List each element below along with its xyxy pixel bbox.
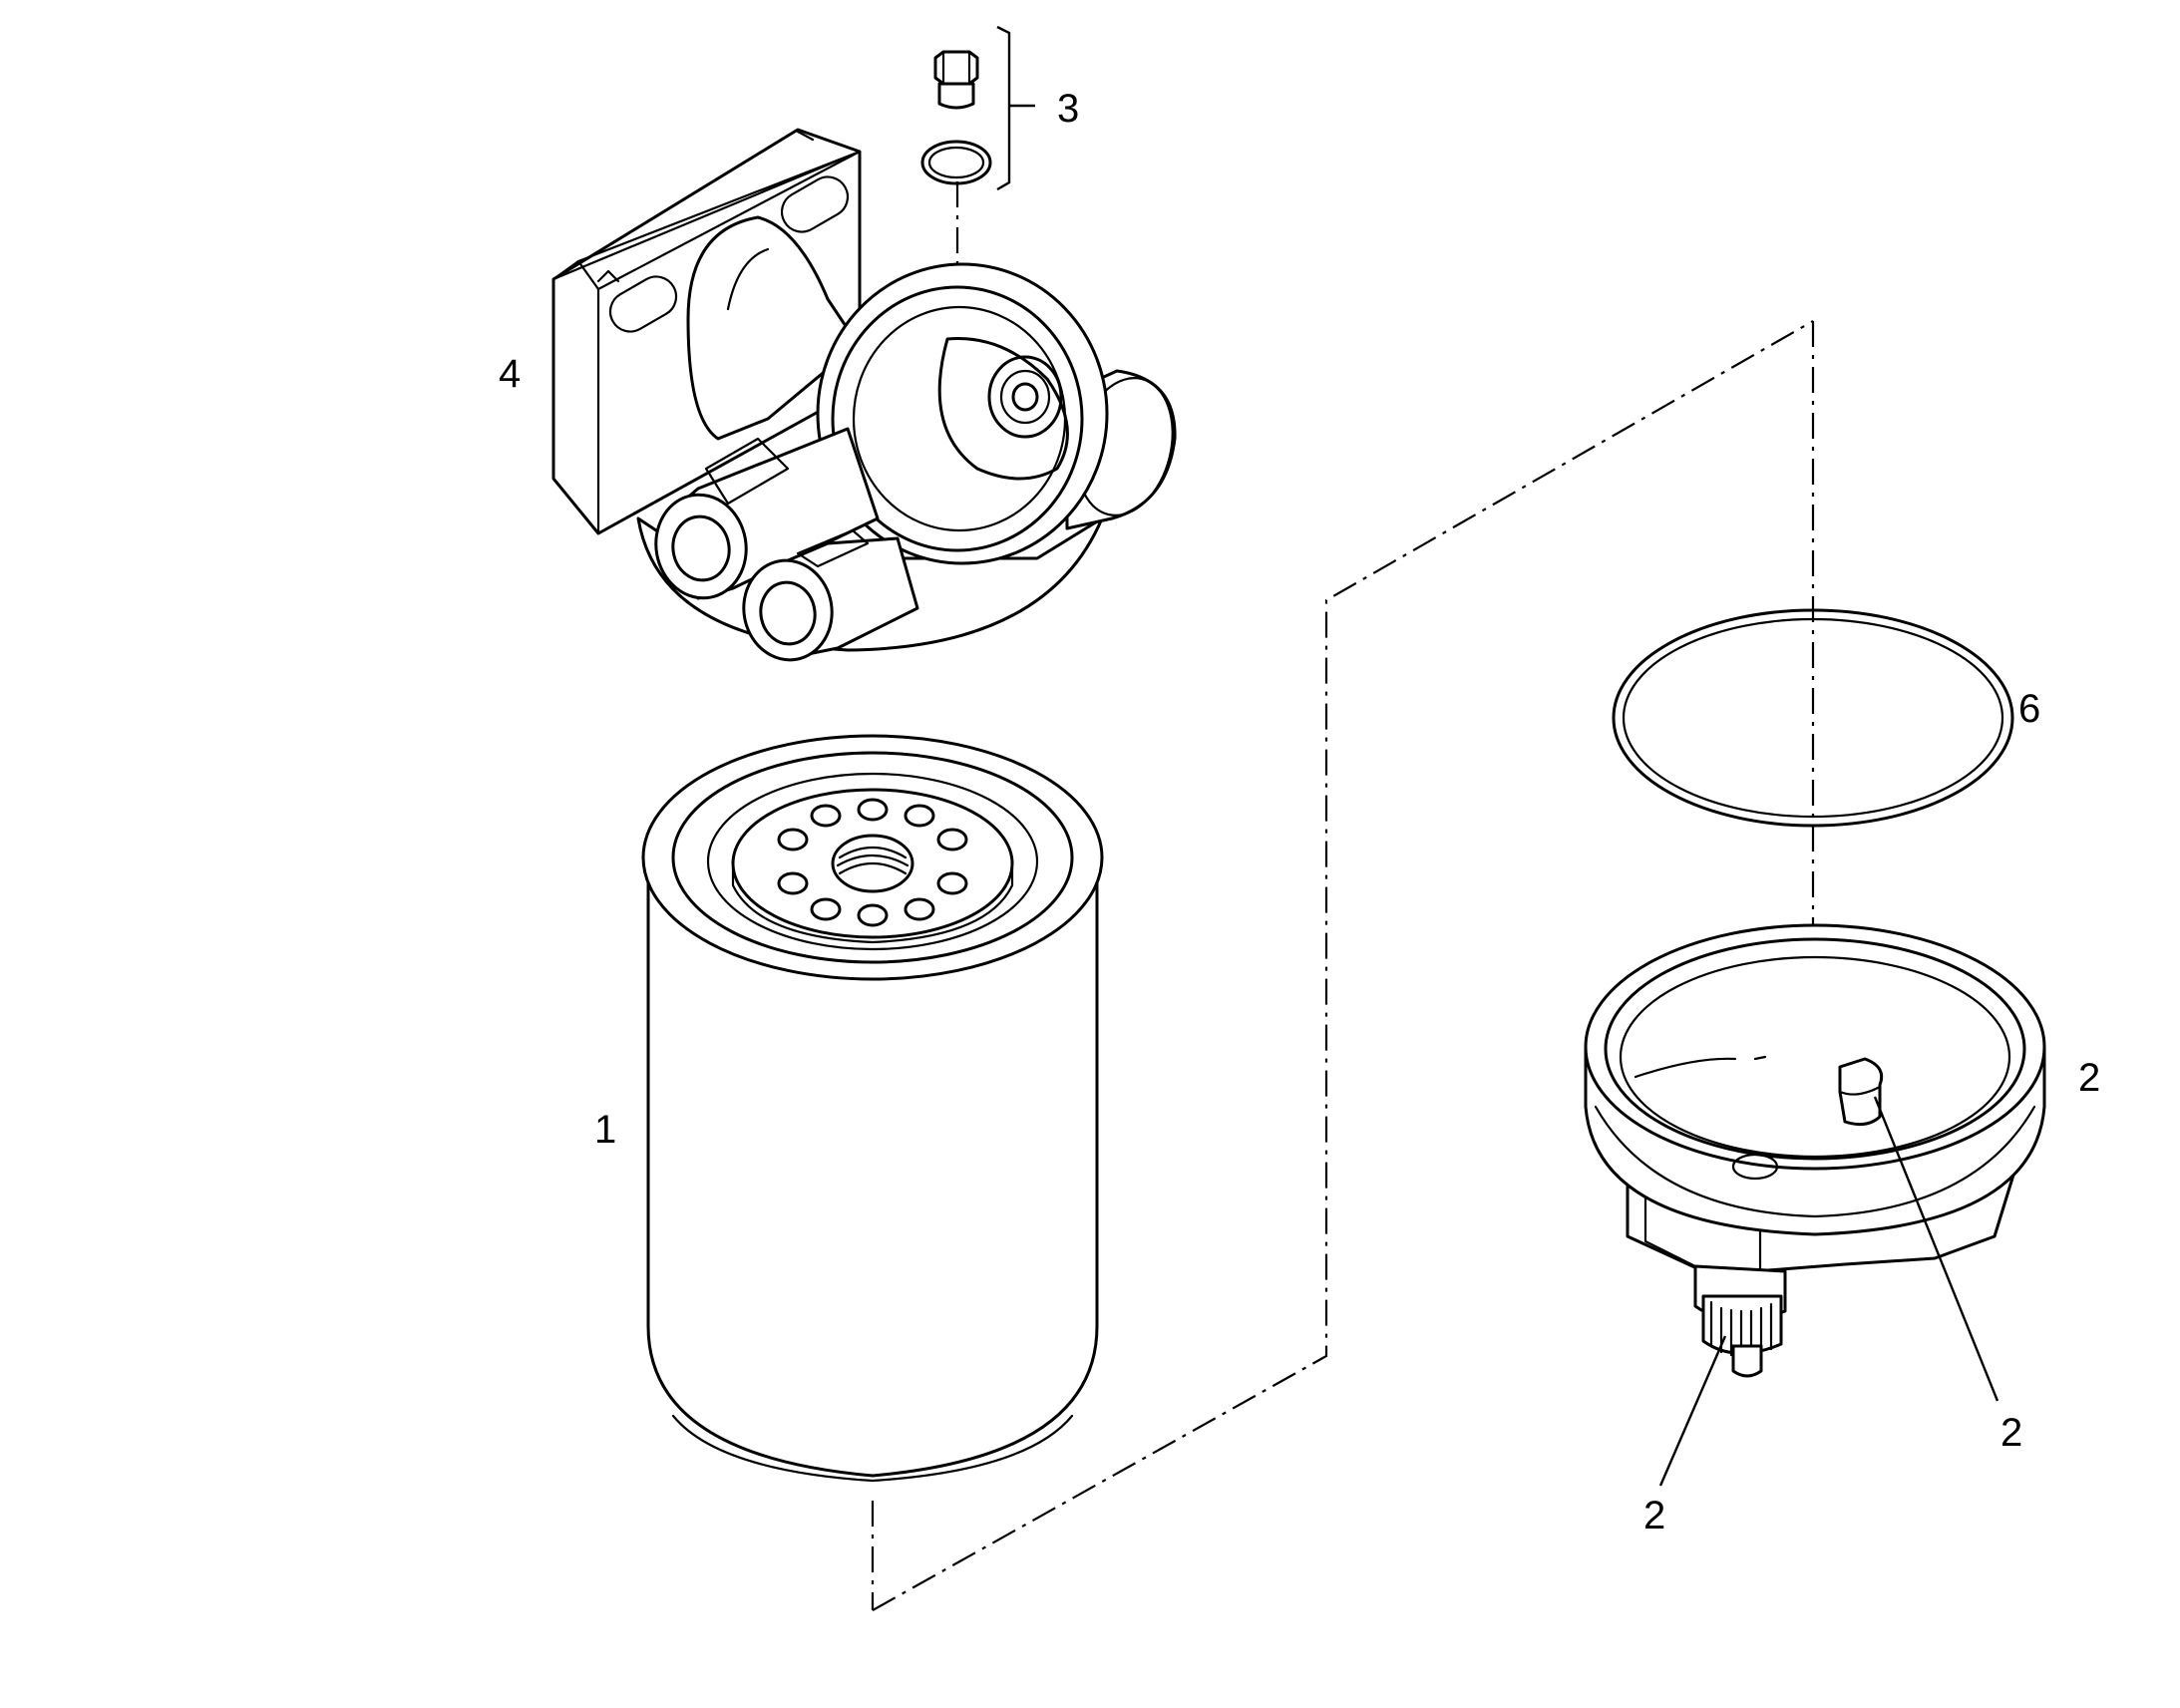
part-2-separator-bowl	[1584, 923, 2046, 1487]
part-6-seal-ring	[1612, 608, 2014, 828]
callout-label-3: 3	[1057, 87, 1079, 131]
callout-label-2-drain: 2	[1643, 1494, 1665, 1537]
part-4-filter-head	[551, 128, 1177, 662]
callout-label-2-key: 2	[2000, 1411, 2022, 1455]
callout-label-1: 1	[594, 1108, 616, 1152]
assembly-centerlines	[871, 181, 1815, 1611]
callout-label-6: 6	[2018, 687, 2040, 731]
callout-label-2-cup: 2	[2078, 1056, 2100, 1100]
part-3-drain-plug	[920, 25, 1035, 191]
callout-label-4: 4	[499, 352, 521, 396]
callout-labels: 1 2 2 2 3 4 6	[499, 87, 2100, 1537]
part-1-filter-cartridge	[641, 734, 1104, 1483]
